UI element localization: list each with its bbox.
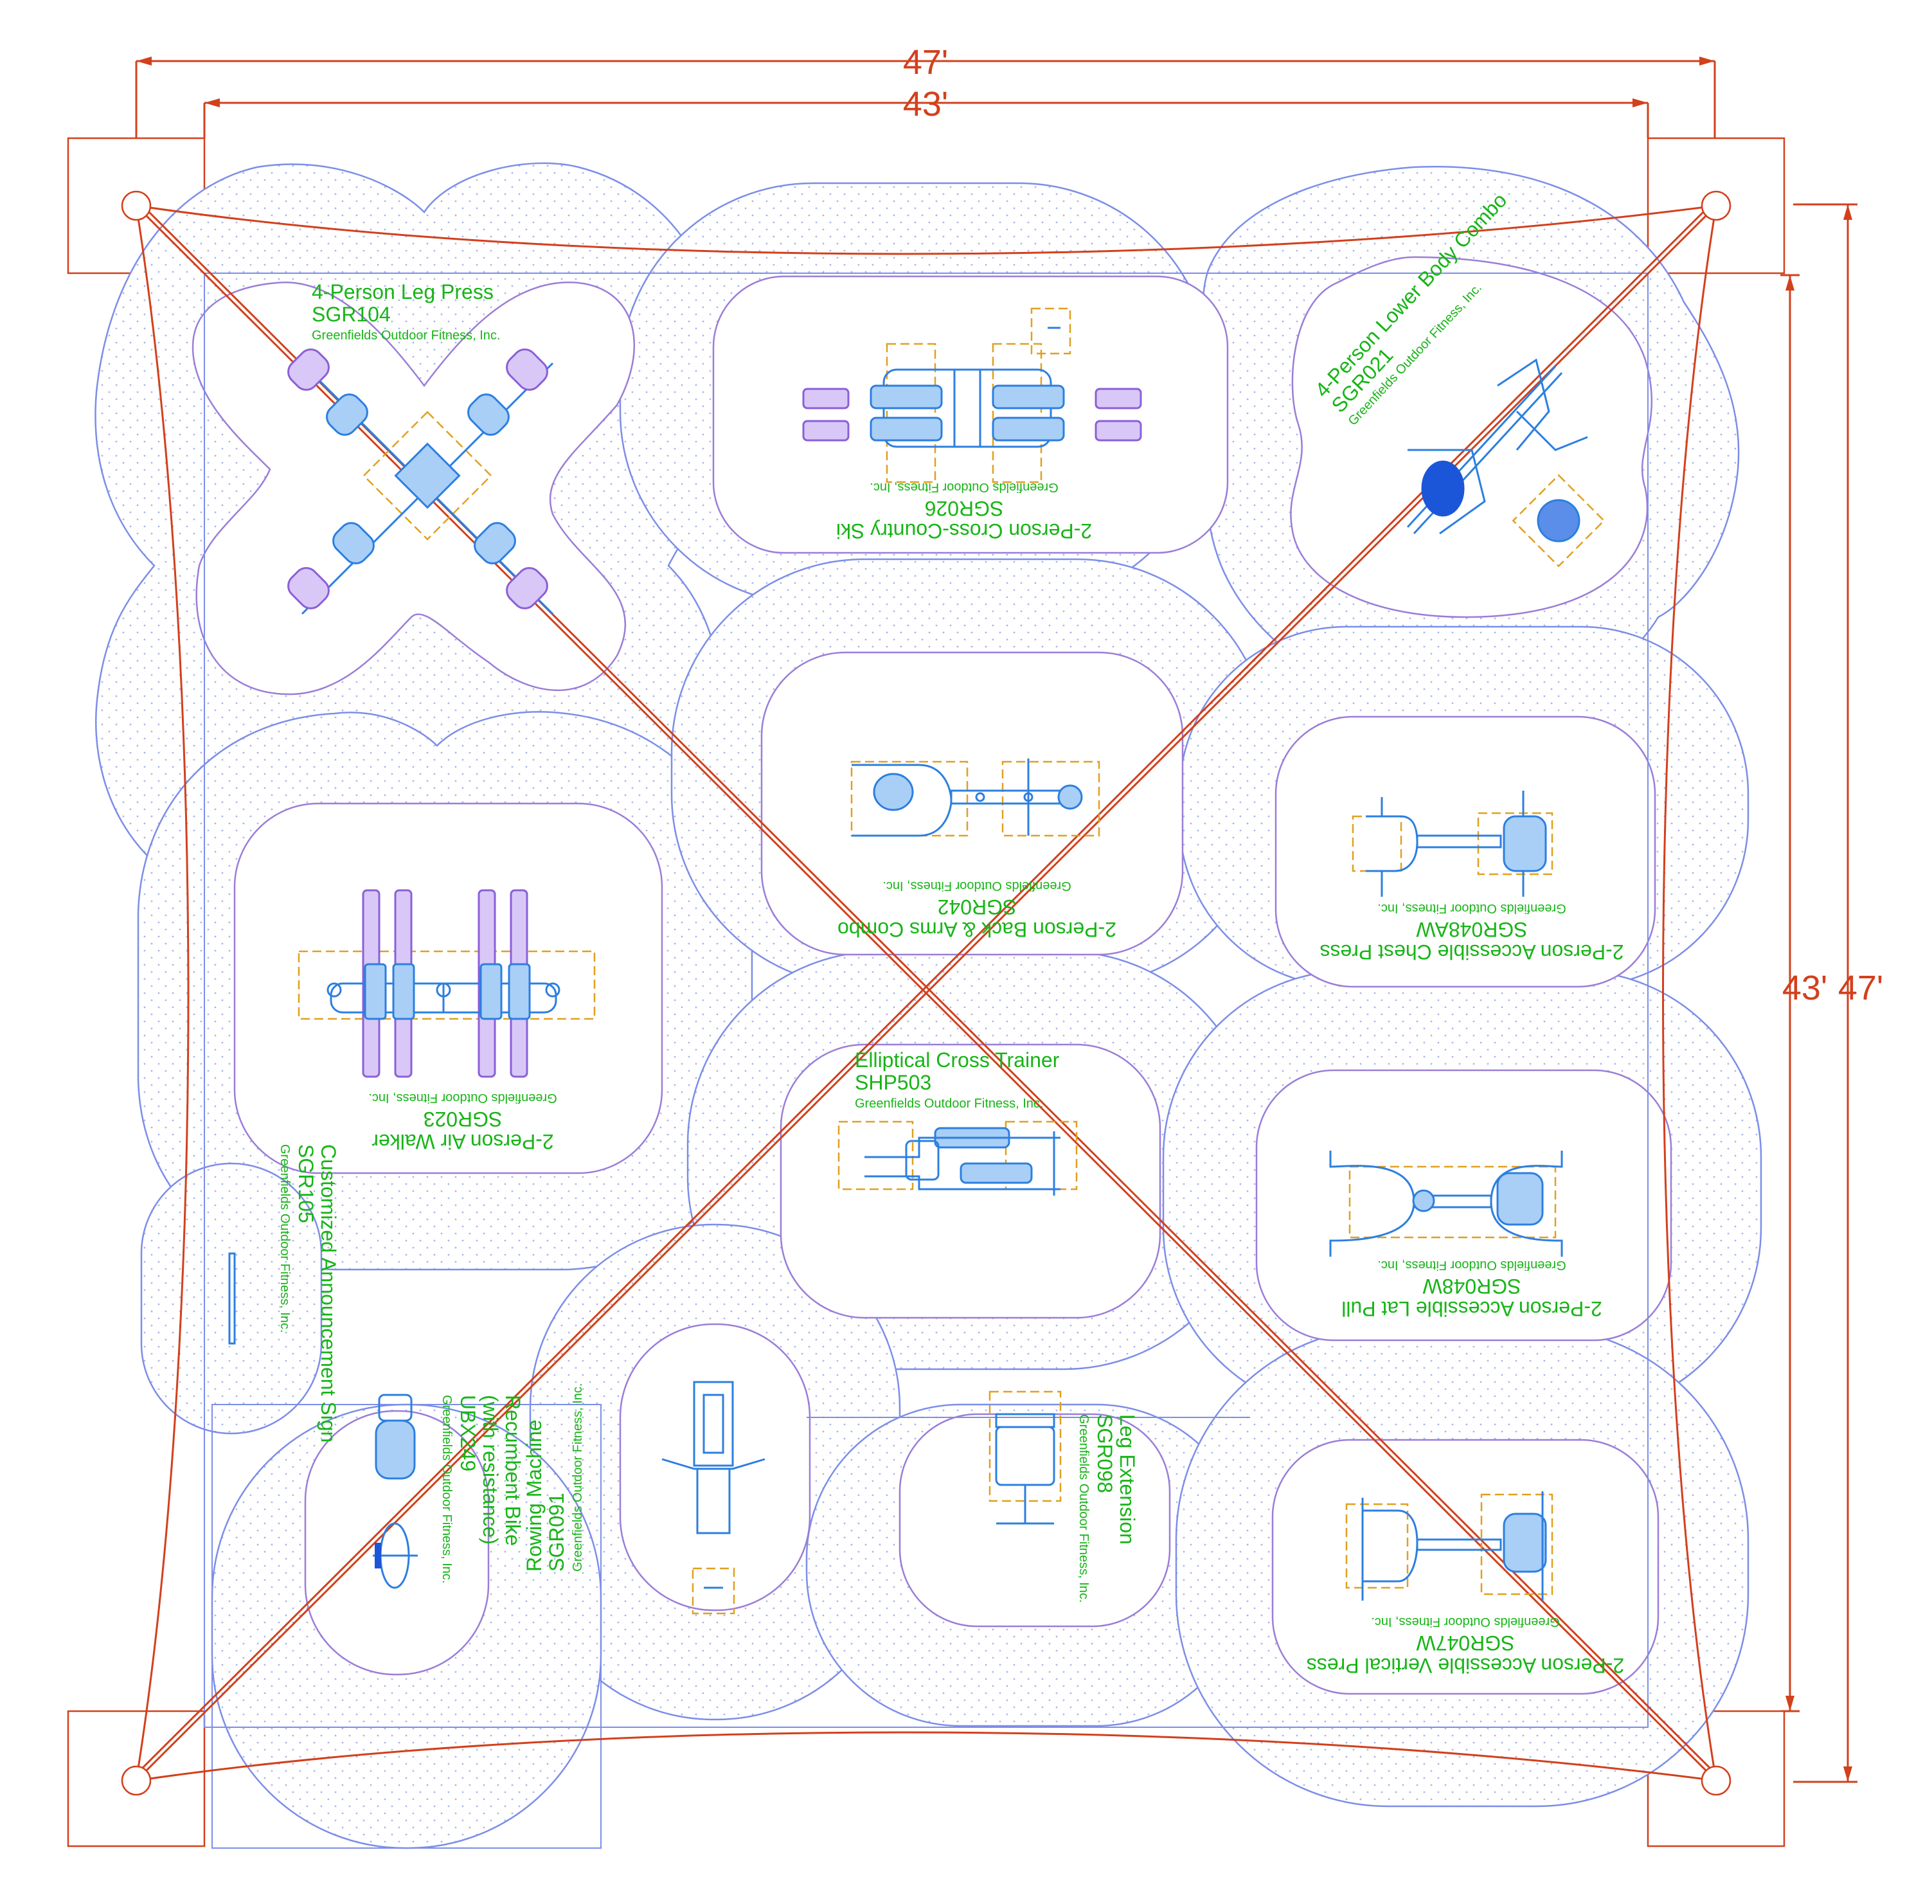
rowing-maker: Greenfields Outdoor Fitness, Inc. <box>571 1383 585 1572</box>
ski-maker: Greenfields Outdoor Fitness, Inc. <box>870 480 1058 494</box>
lat-pull-equipment <box>1329 1151 1563 1257</box>
bike-name-line1: Recumbent Bike <box>501 1395 524 1546</box>
ski-equipment <box>802 307 1142 483</box>
dimension-top-inner: 43' <box>903 85 948 123</box>
air-walker-equipment <box>298 889 596 1078</box>
label-lat-pull: 2-Person Accessible Lat Pull SGR048W Gre… <box>1341 1258 1602 1320</box>
announcement-sign <box>228 1252 236 1345</box>
air-walker-code: SGR023 <box>424 1108 503 1131</box>
chest-press-maker: Greenfields Outdoor Fitness, Inc. <box>1377 901 1566 915</box>
leg-extension-maker: Greenfields Outdoor Fitness, Inc. <box>1077 1414 1091 1603</box>
leg-press-maker: Greenfields Outdoor Fitness, Inc. <box>312 328 500 343</box>
label-vertical-press: 2-Person Accessible Vertical Press SGR04… <box>1307 1615 1624 1677</box>
label-rowing: Rowing Machine SGR091 Greenfields Outdoo… <box>523 1383 585 1572</box>
chest-press-code: SGR048AW <box>1416 918 1528 941</box>
lat-pull-name: 2-Person Accessible Lat Pull <box>1341 1297 1602 1320</box>
lat-pull-maker: Greenfields Outdoor Fitness, Inc. <box>1377 1258 1566 1272</box>
air-walker-name: 2-Person Air Walker <box>371 1130 554 1153</box>
rowing-name: Rowing Machine <box>523 1419 546 1572</box>
label-back-arms: 2-Person Back & Arms Combo SGR042 Greenf… <box>837 879 1116 941</box>
leg-extension-code: SGR098 <box>1093 1414 1116 1493</box>
label-air-walker: 2-Person Air Walker SGR023 Greenfields O… <box>368 1091 557 1153</box>
lower-body-equipment <box>1406 358 1606 568</box>
label-sign: Customized Announcement Sign SGR105 Gree… <box>278 1144 340 1442</box>
vertical-press-code: SGR047W <box>1416 1631 1515 1655</box>
elliptical-code: SHP503 <box>855 1071 931 1094</box>
ski-name: 2-Person Cross-Country Ski <box>836 519 1092 543</box>
label-ski: 2-Person Cross-Country Ski SGR026 Greenf… <box>836 480 1092 543</box>
label-elliptical: Elliptical Cross Trainer SHP503 Greenfie… <box>855 1048 1060 1111</box>
vertical-press-name: 2-Person Accessible Vertical Press <box>1307 1654 1624 1677</box>
recumbent-bike-equipment <box>373 1394 418 1589</box>
bike-name-line2: (with resistance) <box>479 1395 502 1545</box>
chest-press-equipment <box>1352 791 1553 897</box>
back-arms-equipment <box>850 759 1100 837</box>
elliptical-maker: Greenfields Outdoor Fitness, Inc. <box>855 1097 1043 1111</box>
lat-pull-code: SGR048W <box>1422 1275 1521 1298</box>
elliptical-name: Elliptical Cross Trainer <box>855 1048 1060 1072</box>
label-leg-extension: Leg Extension SGR098 Greenfields Outdoor… <box>1077 1414 1139 1603</box>
elliptical-equipment <box>837 1120 1078 1196</box>
dimension-lines <box>135 57 1857 1783</box>
rowing-machine-equipment <box>661 1381 765 1615</box>
bike-maker: Greenfields Outdoor Fitness, Inc. <box>440 1395 454 1583</box>
leg-extension-name: Leg Extension <box>1116 1414 1139 1545</box>
label-bike: Recumbent Bike (with resistance) UBX249 … <box>440 1395 524 1583</box>
back-arms-code: SGR042 <box>938 895 1017 919</box>
dimension-top-outer: 47' <box>903 43 948 82</box>
chest-press-name: 2-Person Accessible Chest Press <box>1319 940 1623 964</box>
leg-press-equipment <box>287 348 554 615</box>
leg-press-name: 4-Person Leg Press <box>312 280 494 303</box>
vertical-press-maker: Greenfields Outdoor Fitness, Inc. <box>1371 1615 1559 1629</box>
leg-press-code: SGR104 <box>312 303 391 326</box>
sign-code: SGR105 <box>294 1144 318 1223</box>
pad-boundary <box>204 273 1649 1849</box>
sign-name: Customized Announcement Sign <box>317 1144 340 1442</box>
ski-code: SGR026 <box>925 497 1004 520</box>
back-arms-name: 2-Person Back & Arms Combo <box>837 918 1116 941</box>
vertical-press-equipment <box>1345 1491 1553 1601</box>
back-arms-maker: Greenfields Outdoor Fitness, Inc. <box>882 879 1071 893</box>
sign-maker: Greenfields Outdoor Fitness, Inc. <box>278 1144 292 1333</box>
leg-extension-equipment <box>988 1390 1062 1525</box>
dimension-side-inner: 43' <box>1782 969 1827 1007</box>
air-walker-maker: Greenfields Outdoor Fitness, Inc. <box>368 1091 557 1105</box>
label-leg-press: 4-Person Leg Press SGR104 Greenfields Ou… <box>312 280 500 343</box>
rowing-code: SGR091 <box>545 1493 568 1572</box>
dimension-side-outer: 47' <box>1838 969 1883 1007</box>
label-chest-press: 2-Person Accessible Chest Press SGR048AW… <box>1319 901 1623 964</box>
bike-code: UBX249 <box>456 1395 479 1471</box>
